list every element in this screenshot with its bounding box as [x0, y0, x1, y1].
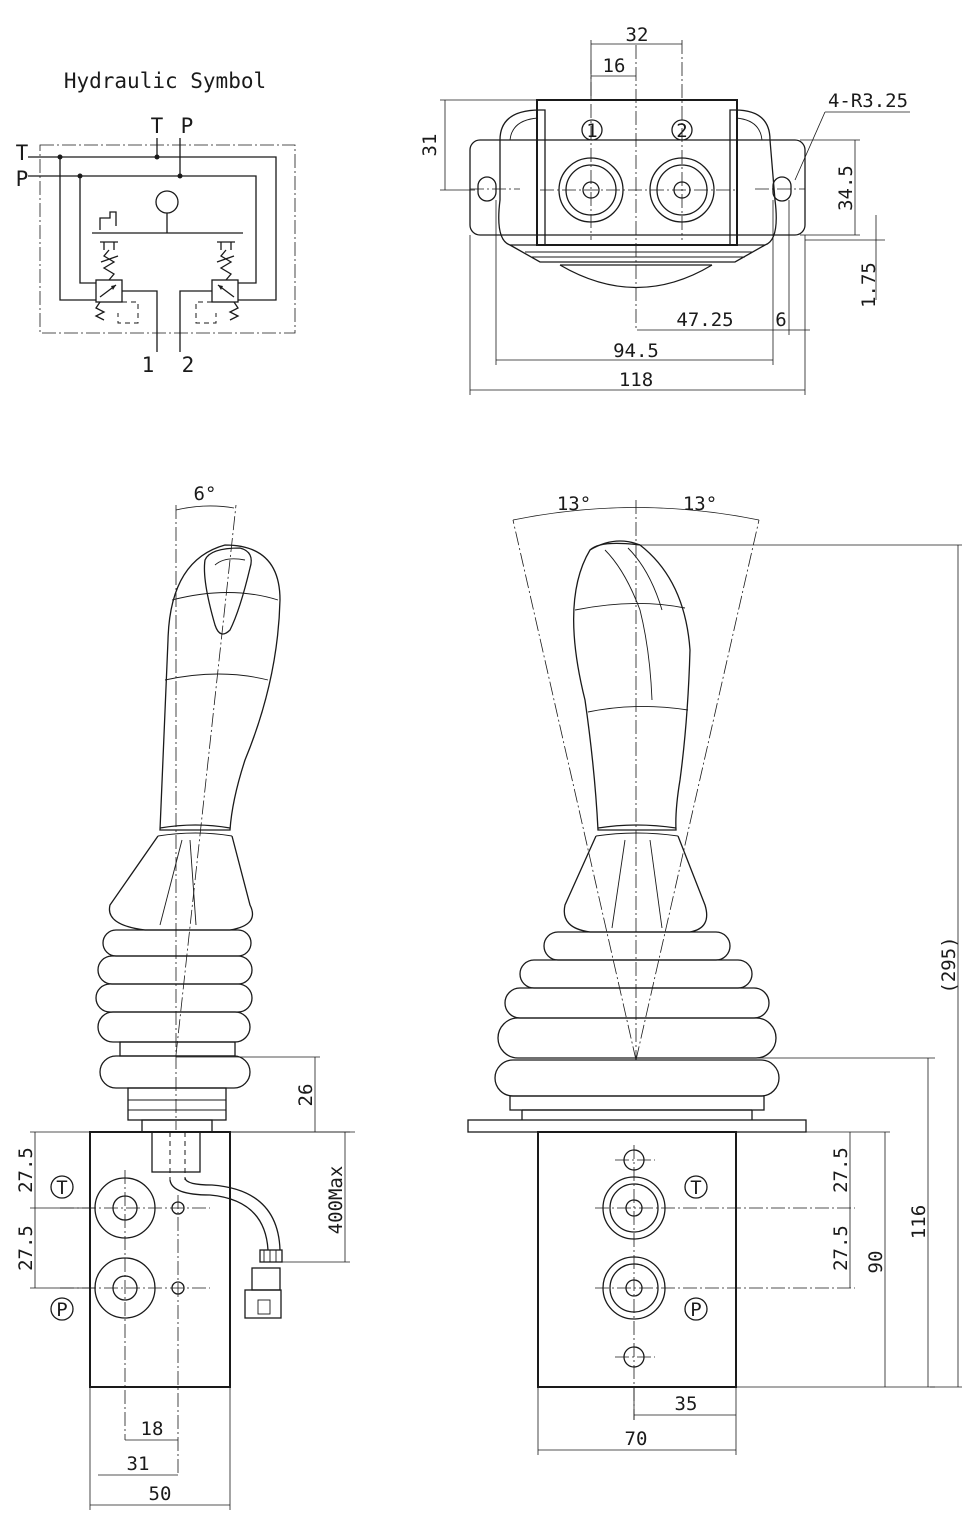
dim-top-118: 118 — [619, 369, 653, 391]
dim-top-16: 16 — [603, 55, 626, 77]
symbol-port-t: T — [16, 141, 29, 165]
symbol-valve-right — [195, 241, 240, 324]
dim-top-1-75: 1.75 — [858, 262, 880, 308]
front-port-t: T — [690, 1177, 701, 1199]
dim-side-26: 26 — [295, 1084, 317, 1107]
dim-top-47-25: 47.25 — [676, 309, 733, 331]
dim-side-27-5-upper: 27.5 — [15, 1147, 37, 1193]
dim-side-27-5-lower: 27.5 — [15, 1225, 37, 1271]
dim-front-90: 90 — [865, 1251, 887, 1274]
dim-front-70: 70 — [625, 1428, 648, 1450]
dim-top-94-5: 94.5 — [613, 340, 659, 362]
dim-front-27-5-upper: 27.5 — [830, 1147, 852, 1193]
symbol-port-p: P — [16, 167, 29, 191]
front-angle-right: 13° — [683, 493, 717, 515]
symbol-port-t-top: T — [151, 114, 164, 138]
side-port-t: T — [56, 1177, 67, 1199]
front-angle-left: 13° — [557, 493, 591, 515]
symbol-valve-left — [94, 241, 139, 324]
symbol-port-1: 1 — [142, 353, 155, 377]
dim-front-116: 116 — [908, 1205, 930, 1239]
dim-side-50: 50 — [149, 1483, 172, 1505]
front-view: 13° 13° — [467, 493, 962, 1455]
dim-side-31: 31 — [127, 1453, 150, 1475]
top-port-label-1: 1 — [586, 120, 597, 142]
front-port-p: P — [690, 1299, 701, 1321]
side-view: 6° 26 — [15, 483, 355, 1510]
dim-top-31: 31 — [419, 134, 441, 157]
dim-top-32: 32 — [626, 24, 649, 46]
dim-side-18: 18 — [141, 1418, 164, 1440]
dim-top-hole-note: 4-R3.25 — [828, 90, 908, 112]
dim-side-400max: 400Max — [325, 1166, 347, 1235]
side-port-p: P — [56, 1299, 67, 1321]
symbol-port-p-top: P — [181, 114, 194, 138]
dim-front-27-5-lower: 27.5 — [830, 1225, 852, 1271]
hydraulic-symbol: Hydraulic Symbol T P T P — [16, 69, 296, 377]
dim-top-34-5: 34.5 — [835, 165, 857, 211]
top-view: 1 2 32 16 31 4-R3.25 34.5 — [419, 24, 910, 395]
dim-front-35: 35 — [675, 1393, 698, 1415]
dim-top-6: 6 — [775, 309, 786, 331]
symbol-port-2: 2 — [182, 353, 195, 377]
symbol-title: Hydraulic Symbol — [64, 69, 266, 93]
side-angle: 6° — [194, 483, 217, 505]
dim-front-295: (295) — [938, 936, 960, 993]
